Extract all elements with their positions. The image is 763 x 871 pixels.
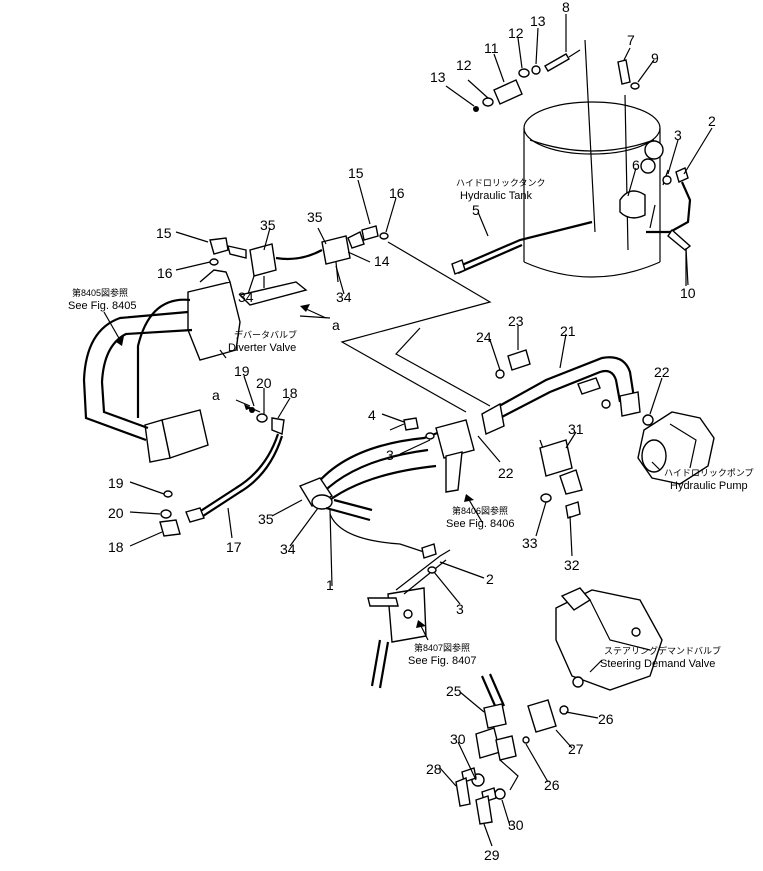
part-number: 3 <box>674 127 682 143</box>
see-fig-8406-label-jp: 第8406図参照 <box>452 505 508 516</box>
part-number: 34 <box>336 289 352 305</box>
part-number: 32 <box>564 557 580 573</box>
part-number: 7 <box>627 32 635 48</box>
connector-a-label: a <box>212 387 220 403</box>
part-number: 8 <box>562 0 570 15</box>
part-number: 14 <box>374 253 390 269</box>
component-labels: ハイドロリックタンク Hydraulic Tank 第8405図参照 See F… <box>68 178 754 670</box>
part-number: 34 <box>238 289 254 305</box>
part-number: 30 <box>508 817 524 833</box>
diverter-valve-label-en: Diverter Valve <box>228 342 296 354</box>
part-number: 27 <box>568 741 584 757</box>
part-number: 29 <box>484 847 500 863</box>
part-number: 5 <box>472 202 480 218</box>
part-number: 34 <box>280 541 296 557</box>
part-number: 4 <box>368 407 376 423</box>
part-numbers: 8 13 12 11 12 13 7 9 3 2 6 15 16 5 35 35… <box>108 0 716 863</box>
part-number: 16 <box>157 265 173 281</box>
see-fig-8406-label-en: See Fig. 8406 <box>446 518 515 530</box>
center-valve-group <box>298 417 475 559</box>
part-number: 9 <box>651 50 659 66</box>
part-number: 35 <box>307 209 323 225</box>
hydraulic-tank-label-jp: ハイドロリックタンク <box>456 178 545 188</box>
part-number: 26 <box>598 711 614 727</box>
steering-valve-label-en: Steering Demand Valve <box>600 658 715 670</box>
diverter-valve <box>82 269 308 463</box>
steering-valve-label-jp: ステアリングデマンドバルブ <box>604 645 721 656</box>
part-number: 19 <box>234 363 250 379</box>
diverter-fittings <box>209 225 389 288</box>
part-number: 12 <box>508 25 524 41</box>
pump-pipe <box>481 349 654 519</box>
part-number: 33 <box>522 535 538 551</box>
part-number: 17 <box>226 539 242 555</box>
part-number: 21 <box>560 323 576 339</box>
hydraulic-tank-label-en: Hydraulic Tank <box>460 190 532 202</box>
part-number: 25 <box>446 683 462 699</box>
hydraulic-tank <box>523 39 692 286</box>
connector-a-label: a <box>332 317 340 333</box>
reference-arrows <box>103 304 661 673</box>
part-number: 2 <box>708 113 716 129</box>
hose-17 <box>159 407 285 537</box>
part-number: 30 <box>450 731 466 747</box>
part-number: 31 <box>568 421 584 437</box>
see-fig-8407-label-jp: 第8407図参照 <box>414 642 470 653</box>
part-number: 13 <box>430 69 446 85</box>
steering-demand-valve <box>555 587 663 691</box>
part-number: 1 <box>326 577 334 593</box>
part-number: 24 <box>476 329 492 345</box>
tank-top-fittings <box>473 49 640 112</box>
part-number: 22 <box>498 465 514 481</box>
see-fig-8405-label-jp: 第8405図参照 <box>72 287 128 298</box>
part-number: 19 <box>108 475 124 491</box>
part-number: 12 <box>456 57 472 73</box>
tank-hose <box>451 220 593 275</box>
leader-lines <box>129 14 713 847</box>
part-number: 26 <box>544 777 560 793</box>
part-number: 20 <box>108 505 124 521</box>
part-number: 2 <box>486 571 494 587</box>
part-number: 23 <box>508 313 524 329</box>
part-number: 35 <box>260 217 276 233</box>
part-number: 28 <box>426 761 442 777</box>
part-number: 3 <box>386 447 394 463</box>
hydraulic-pump <box>637 411 715 485</box>
lower-fittings <box>455 673 569 825</box>
part-number: 3 <box>456 601 464 617</box>
part-number: 10 <box>680 285 696 301</box>
part-number: 22 <box>654 364 670 380</box>
diverter-valve-label-jp: デバータバルブ <box>234 329 297 340</box>
part-number: 20 <box>256 375 272 391</box>
part-number: 11 <box>484 40 499 56</box>
part-number: 6 <box>632 157 640 173</box>
part-number: 13 <box>530 13 546 29</box>
see-fig-8405-label-en: See Fig. 8405 <box>68 300 137 312</box>
hydraulic-pump-label-jp: ハイドロリックポンプ <box>664 468 754 478</box>
lever-group <box>367 549 451 689</box>
part-number: 18 <box>108 539 124 555</box>
see-fig-8407-label-en: See Fig. 8407 <box>408 655 477 667</box>
hydraulic-pump-label-en: Hydraulic Pump <box>670 480 748 492</box>
part-number: 18 <box>282 385 298 401</box>
part-number: 15 <box>348 165 364 181</box>
part-number: 15 <box>156 225 172 241</box>
part-number: 35 <box>258 511 274 527</box>
part-number: 16 <box>389 185 405 201</box>
